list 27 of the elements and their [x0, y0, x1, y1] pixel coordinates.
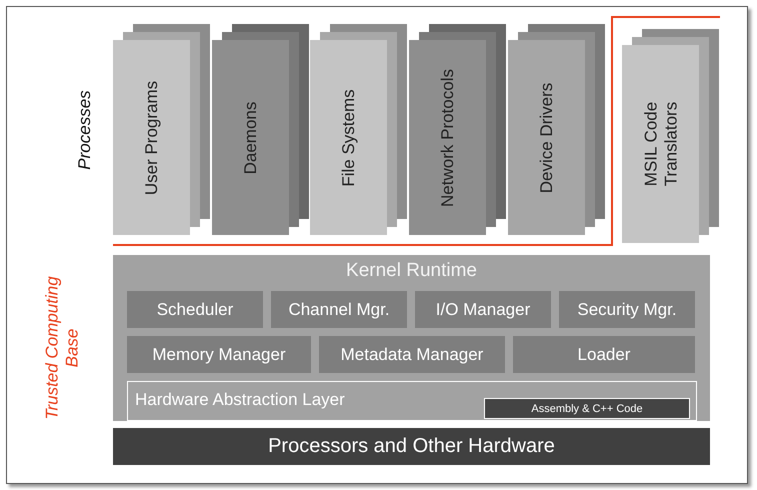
- card-label: MSIL Code Translators: [640, 100, 680, 188]
- component-box: Security Mgr.: [559, 291, 695, 328]
- component-box: Scheduler: [127, 291, 263, 328]
- process-card: [508, 40, 585, 235]
- layer-band: [127, 381, 697, 421]
- code-box: Assembly & C++ Code: [484, 398, 690, 419]
- card-label: Daemons: [240, 101, 260, 174]
- card-label: Network Protocols: [438, 68, 458, 206]
- card-label: File Systems: [338, 88, 358, 186]
- card-label: User Programs: [142, 80, 162, 195]
- component-box: Metadata Manager: [319, 336, 505, 373]
- component-box: Channel Mgr.: [271, 291, 407, 328]
- process-card: [622, 45, 699, 243]
- process-card: [113, 40, 190, 235]
- component-box: Memory Manager: [127, 336, 311, 373]
- process-card: [409, 40, 486, 235]
- component-box: I/O Manager: [415, 291, 551, 328]
- kernel-panel: [113, 255, 710, 421]
- process-card: [212, 40, 289, 235]
- panel-title: Kernel Runtime: [345, 260, 478, 282]
- hardware-bar: Processors and Other Hardware: [113, 428, 710, 465]
- process-card: [310, 40, 387, 235]
- side-label: Processes: [75, 89, 95, 172]
- side-label: Trusted Computing Base: [42, 275, 82, 422]
- layer-title: Hardware Abstraction Layer: [135, 390, 345, 410]
- card-label: Device Drivers: [536, 82, 556, 193]
- component-box: Loader: [513, 336, 695, 373]
